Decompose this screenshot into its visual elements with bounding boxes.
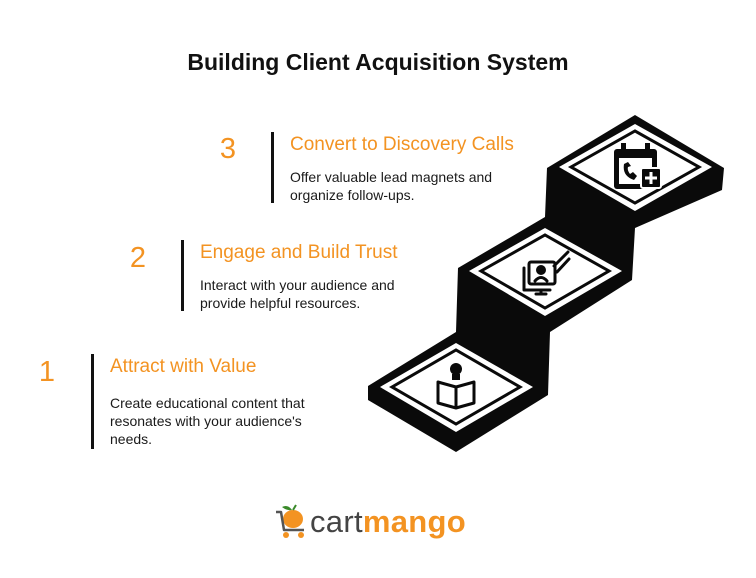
- step-divider: [271, 132, 274, 203]
- step-description: Interact with your audience and provide …: [200, 277, 395, 311]
- step-description: Create educational content that resonate…: [110, 395, 305, 447]
- logo-text-mango: mango: [362, 504, 467, 539]
- video-call-icon: [522, 250, 571, 296]
- page-title: Building Client Acquisition System: [187, 49, 569, 75]
- step-heading: Convert to Discovery Calls: [290, 134, 514, 155]
- step-divider: [181, 240, 184, 311]
- cartmango-logo: cartmango: [272, 502, 492, 546]
- logo-text-cart: cart: [310, 504, 363, 539]
- logo-wordmark: cartmango: [310, 504, 466, 540]
- staircase-illustration: [368, 115, 724, 452]
- step-number: 3: [219, 133, 237, 165]
- calendar-phone-icon: [614, 143, 662, 189]
- reading-person-icon: [436, 363, 476, 410]
- step-description: Offer valuable lead magnets and organize…: [290, 169, 493, 203]
- step-divider: [91, 354, 94, 449]
- step-number: 1: [38, 356, 56, 388]
- step-heading: Attract with Value: [110, 356, 257, 377]
- mango-cart-icon: [276, 504, 304, 538]
- step-heading: Engage and Build Trust: [200, 242, 398, 263]
- step-number: 2: [129, 242, 147, 274]
